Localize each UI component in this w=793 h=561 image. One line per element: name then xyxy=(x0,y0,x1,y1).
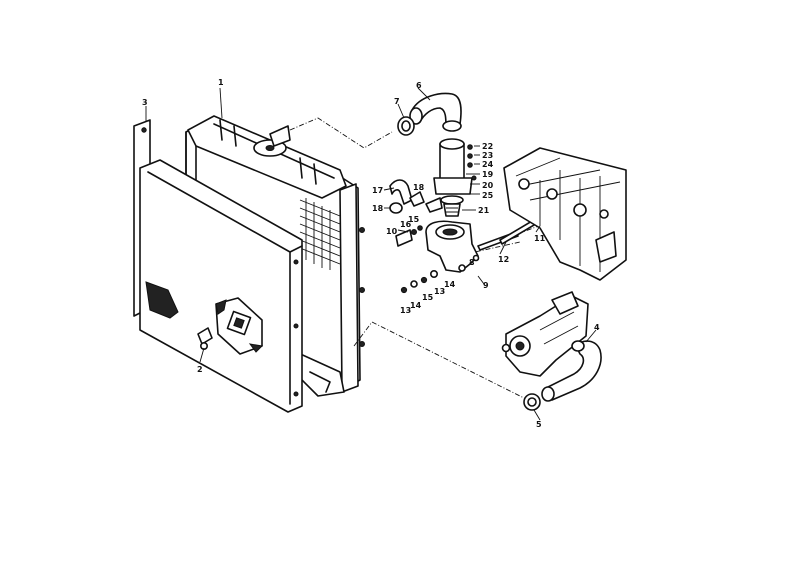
callout-22: 22 xyxy=(482,142,493,151)
upper-hose xyxy=(409,92,462,132)
thermostat-housing xyxy=(425,220,480,273)
callout-15b: 15 xyxy=(422,293,434,302)
callout-10: 10 xyxy=(386,227,398,236)
hose-clamp-lower xyxy=(523,393,541,411)
callout-18b: 18 xyxy=(413,183,425,192)
callout-25: 25 xyxy=(482,191,494,200)
callout-14a: 14 xyxy=(410,301,422,310)
callout-21: 21 xyxy=(478,206,490,215)
drain-fittings xyxy=(400,269,438,294)
callout-13b: 13 xyxy=(434,287,445,296)
water-outlet-pipe xyxy=(433,138,473,195)
callout-7: 7 xyxy=(394,97,400,106)
callout-6: 6 xyxy=(416,81,422,90)
engine-block xyxy=(503,147,627,281)
lower-hose xyxy=(541,340,602,402)
callout-2: 2 xyxy=(197,365,203,374)
callout-19: 19 xyxy=(482,170,494,179)
leader-lines xyxy=(145,87,597,421)
thermostat xyxy=(440,195,464,217)
callout-20: 20 xyxy=(482,181,494,190)
callout-4: 4 xyxy=(594,323,600,332)
bolt-set xyxy=(467,144,477,181)
drain-valve xyxy=(197,327,213,345)
callout-9: 9 xyxy=(483,281,489,290)
callout-17: 17 xyxy=(372,186,383,195)
callout-16: 16 xyxy=(400,220,412,229)
callout-18a: 18 xyxy=(372,204,384,213)
callout-15a: 15 xyxy=(408,215,420,224)
fan-opening xyxy=(215,297,264,355)
temperature-sensor xyxy=(395,225,423,247)
callout-3: 3 xyxy=(142,98,148,107)
callout-12: 12 xyxy=(498,255,509,264)
callout-8: 8 xyxy=(469,258,475,267)
callout-14b: 14 xyxy=(444,280,456,289)
callout-labels: 1 2 3 4 5 6 7 8 9 10 11 12 13 13 14 14 1… xyxy=(142,78,600,429)
water-pump xyxy=(501,291,589,377)
bypass-hose xyxy=(389,179,443,214)
callout-1: 1 xyxy=(218,78,224,87)
callout-13a: 13 xyxy=(400,306,411,315)
hose-clamp-upper xyxy=(397,116,415,136)
callout-5: 5 xyxy=(536,420,542,429)
fan-shroud-panel xyxy=(139,159,303,413)
callout-23: 23 xyxy=(482,151,493,160)
callout-24: 24 xyxy=(482,160,494,169)
callout-11: 11 xyxy=(534,234,546,243)
